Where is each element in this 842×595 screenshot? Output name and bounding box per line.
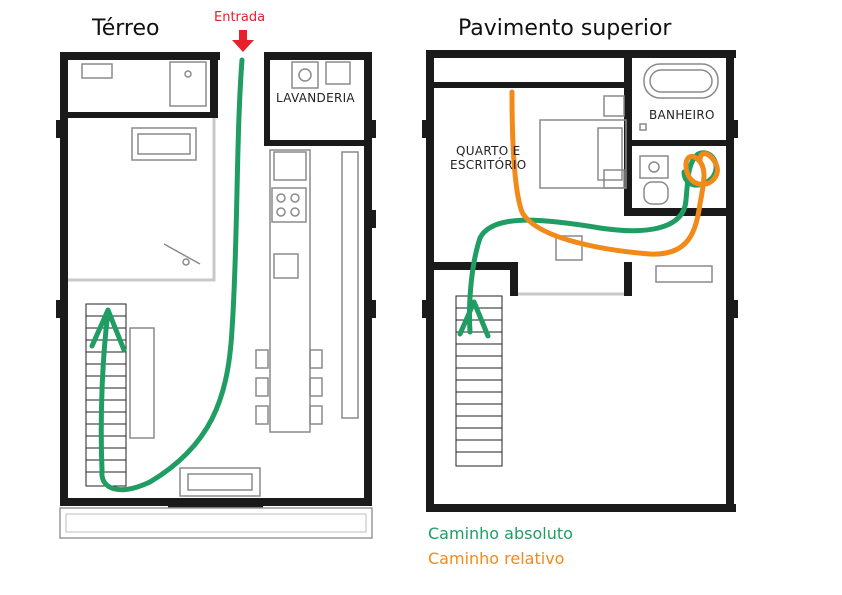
ground-floor-title: Térreo xyxy=(92,16,160,41)
living-glass-partition xyxy=(68,118,216,282)
legend-absolute-path: Caminho absoluto xyxy=(428,524,573,543)
laundry-label: LAVANDERIA xyxy=(276,91,355,105)
balcony xyxy=(59,507,373,539)
bathroom-label: BANHEIRO xyxy=(649,108,715,122)
absolute-path-ground-arrow-icon xyxy=(89,307,127,353)
upper-floor-stairs xyxy=(455,295,503,467)
absolute-path-ground xyxy=(98,57,245,493)
relative-path-upper xyxy=(509,89,720,257)
upper-floor-title: Pavimento superior xyxy=(458,16,672,41)
bedroom-label-line2: ESCRITÓRIO xyxy=(450,158,527,172)
entrance-arrow-icon xyxy=(232,30,254,52)
legend-relative-path: Caminho relativo xyxy=(428,549,565,568)
ground-floor-walls xyxy=(56,52,376,508)
absolute-path-upper-arrow-icon xyxy=(457,299,491,339)
entrance-label: Entrada xyxy=(214,10,266,25)
bedroom-label: QUARTO E xyxy=(456,144,521,158)
absolute-path-upper xyxy=(467,150,719,335)
ground-floor-furniture xyxy=(81,61,359,497)
upper-floor-furniture xyxy=(539,63,719,283)
balcony-rail xyxy=(65,513,367,533)
